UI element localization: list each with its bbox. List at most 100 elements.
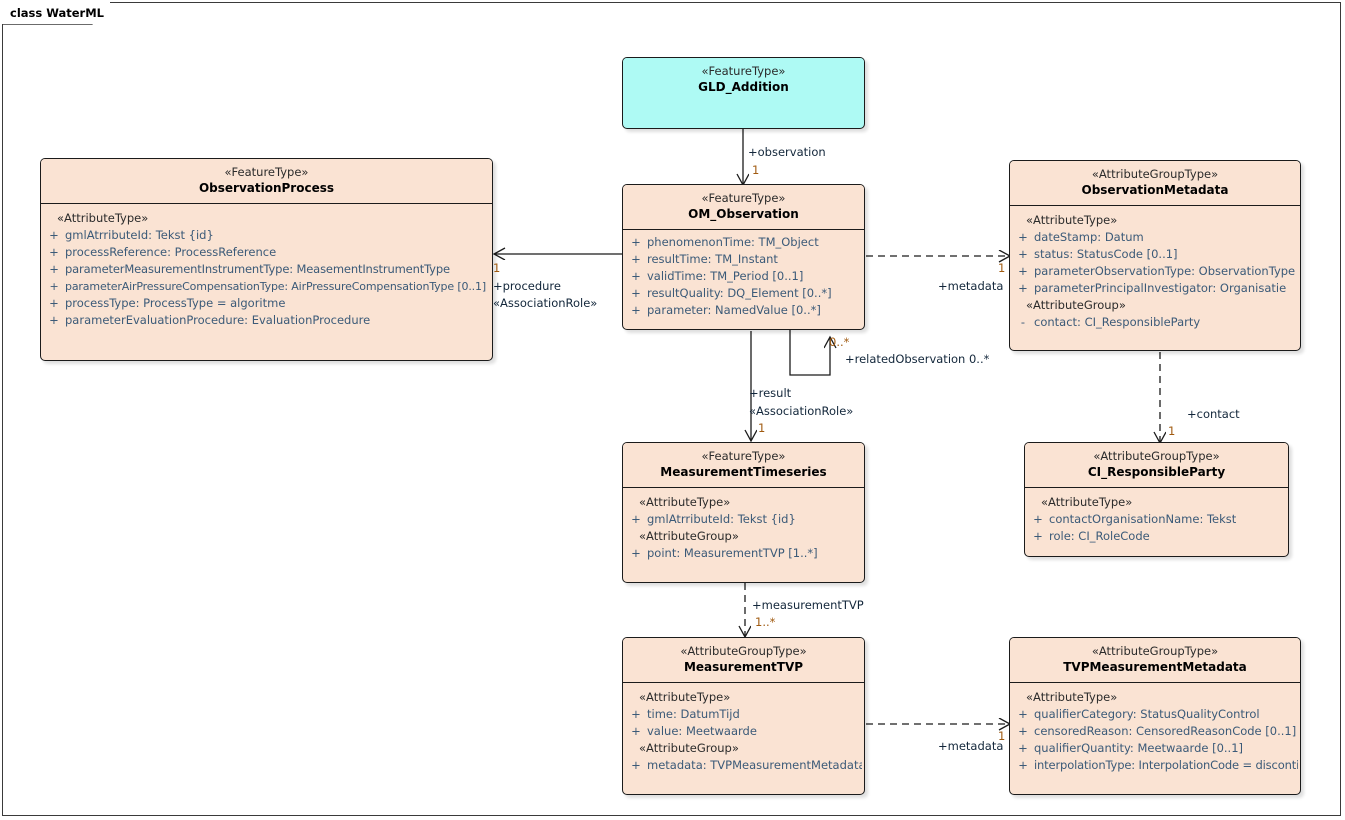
connector-contact-role: +contact [1187, 407, 1240, 421]
attribute-row: + qualifierCategory: StatusQualityContro… [1012, 706, 1298, 723]
class-ci-responsible-party[interactable]: «AttributeGroupType» CI_ResponsibleParty… [1024, 442, 1289, 557]
attribute-row: + resultTime: TM_Instant [625, 251, 862, 268]
class-observation-metadata-header: «AttributeGroupType» ObservationMetadata [1010, 161, 1300, 205]
attribute-visibility: + [631, 269, 641, 283]
attribute-text: metadata: TVPMeasurementMetadata [647, 758, 862, 772]
attribute-row: + role: CI_RoleCode [1027, 528, 1286, 545]
class-observation-process[interactable]: «FeatureType» ObservationProcess «Attrib… [40, 158, 493, 361]
attribute-row: + gmlAtrributeId: Tekst {id} [43, 227, 490, 244]
attribute-text: parameterMeasurementInstrumentType: Meas… [65, 262, 450, 276]
class-measurement-timeseries[interactable]: «FeatureType» MeasurementTimeseries «Att… [622, 442, 865, 583]
connector-observation-role: +observation [748, 145, 826, 159]
attribute-row: + time: DatumTijd [625, 706, 862, 723]
class-observation-process-name: ObservationProcess [198, 181, 335, 195]
attribute-group-label: «AttributeGroup» [639, 529, 739, 543]
attribute-group-label: «AttributeType» [1041, 495, 1133, 509]
attribute-row: + censoredReason: CensoredReasonCode [0.… [1012, 723, 1298, 740]
attribute-visibility: + [631, 235, 641, 249]
attribute-text: time: DatumTijd [647, 707, 740, 721]
class-ci-responsible-party-header: «AttributeGroupType» CI_ResponsibleParty [1025, 443, 1288, 487]
connector-metadata-observation-role: +metadata [938, 279, 1004, 293]
attribute-row: + metadata: TVPMeasurementMetadata [625, 757, 862, 774]
class-om-observation-separator [623, 229, 864, 230]
class-measurement-tvp-stereotype: «AttributeGroupType» [680, 644, 807, 658]
attribute-visibility: + [1018, 741, 1028, 755]
attribute-visibility: + [49, 228, 59, 242]
connector-metadata-observation-multiplicity: 1 [998, 261, 1006, 275]
attribute-visibility: + [1033, 512, 1043, 526]
class-measurement-tvp[interactable]: «AttributeGroupType» MeasurementTVP «Att… [622, 637, 865, 795]
class-observation-metadata[interactable]: «AttributeGroupType» ObservationMetadata… [1009, 160, 1301, 351]
attribute-text: role: CI_RoleCode [1049, 529, 1150, 543]
class-observation-metadata-attributes: «AttributeType» + dateStamp: Datum + sta… [1010, 206, 1300, 338]
attribute-row: + phenomenonTime: TM_Object [625, 234, 862, 251]
connector-procedure-role: +procedure [493, 279, 561, 293]
attribute-row: + value: Meetwaarde [625, 723, 862, 740]
attribute-row: + parameterMeasurementInstrumentType: Me… [43, 261, 490, 278]
attribute-visibility: + [1018, 247, 1028, 261]
attribute-text: status: StatusCode [0..1] [1034, 247, 1178, 261]
connector-related-observation-role: +relatedObservation 0..* [845, 352, 990, 366]
attribute-row: + parameterEvaluationProcedure: Evaluati… [43, 312, 490, 329]
class-om-observation[interactable]: «FeatureType» OM_Observation + phenomeno… [622, 184, 865, 330]
attribute-row: + contactOrganisationName: Tekst [1027, 511, 1286, 528]
attribute-text: contactOrganisationName: Tekst [1049, 512, 1237, 526]
attribute-text: qualifierQuantity: Meetwaarde [0..1] [1034, 741, 1244, 755]
attribute-visibility: + [631, 303, 641, 317]
connector-related-observation-multiplicity: 0..* [829, 335, 850, 349]
connector-result-stereotype: «AssociationRole» [749, 404, 854, 418]
attribute-text: processReference: ProcessReference [65, 245, 277, 259]
class-om-observation-name: OM_Observation [688, 207, 799, 221]
class-tvp-measurement-metadata-name: TVPMeasurementMetadata [1063, 660, 1247, 674]
class-om-observation-stereotype: «FeatureType» [701, 191, 786, 205]
class-observation-metadata-name: ObservationMetadata [1081, 183, 1229, 197]
attribute-row: - contact: CI_ResponsibleParty [1012, 314, 1298, 331]
connector-measurement-tvp-multiplicity: 1..* [755, 615, 776, 629]
attribute-row: + parameterObservationType: ObservationT… [1012, 263, 1298, 280]
class-ci-responsible-party-stereotype: «AttributeGroupType» [1093, 449, 1220, 463]
attribute-row: + parameterPrincipalInvestigator: Organi… [1012, 280, 1298, 297]
attribute-text: validTime: TM_Period [0..1] [647, 269, 804, 283]
attribute-text: interpolationType: InterpolationCode = d… [1034, 758, 1298, 772]
class-om-observation-header: «FeatureType» OM_Observation [623, 185, 864, 229]
attribute-visibility: + [631, 546, 641, 560]
class-observation-metadata-stereotype: «AttributeGroupType» [1091, 167, 1219, 181]
attribute-text: qualifierCategory: StatusQualityControl [1034, 707, 1260, 721]
class-observation-process-stereotype: «FeatureType» [224, 165, 309, 179]
attribute-row: + dateStamp: Datum [1012, 229, 1298, 246]
class-tvp-measurement-metadata-stereotype: «AttributeGroupType» [1091, 644, 1219, 658]
connector-observation-multiplicity: 1 [752, 163, 760, 177]
attribute-visibility: + [49, 313, 59, 327]
class-tvp-measurement-metadata-separator [1010, 682, 1300, 683]
attribute-visibility: + [1018, 707, 1028, 721]
class-gld-addition-stereotype: «FeatureType» [701, 64, 786, 78]
attribute-row: + status: StatusCode [0..1] [1012, 246, 1298, 263]
attribute-text: resultTime: TM_Instant [647, 252, 778, 266]
connector-procedure-stereotype: «AssociationRole» [493, 296, 598, 310]
attribute-visibility: + [49, 262, 59, 276]
attribute-row: + validTime: TM_Period [0..1] [625, 268, 862, 285]
class-observation-process-header: «FeatureType» ObservationProcess [41, 159, 492, 203]
class-gld-addition-name: GLD_Addition [698, 80, 789, 94]
class-tvp-measurement-metadata[interactable]: «AttributeGroupType» TVPMeasurementMetad… [1009, 637, 1301, 795]
attribute-group-label: «AttributeType» [1026, 213, 1118, 227]
class-measurement-tvp-attributes: «AttributeType» + time: DatumTijd + valu… [623, 683, 864, 781]
attribute-visibility: + [631, 252, 641, 266]
attribute-visibility: + [631, 758, 641, 772]
attribute-visibility: + [49, 296, 59, 310]
attribute-row: + parameter: NamedValue [0..*] [625, 302, 862, 319]
attribute-visibility: + [49, 245, 59, 259]
attribute-row: + qualifierQuantity: Meetwaarde [0..1] [1012, 740, 1298, 757]
class-tvp-measurement-metadata-attributes: «AttributeType» + qualifierCategory: Sta… [1010, 683, 1300, 781]
attribute-visibility: + [631, 707, 641, 721]
attribute-text: phenomenonTime: TM_Object [647, 235, 819, 249]
class-measurement-timeseries-header: «FeatureType» MeasurementTimeseries [623, 443, 864, 487]
attribute-row: + point: MeasurementTVP [1..*] [625, 545, 862, 562]
attribute-row: + parameterAirPressureCompensationType: … [43, 278, 490, 295]
attribute-text: parameterEvaluationProcedure: Evaluation… [65, 313, 371, 327]
class-gld-addition[interactable]: «FeatureType» GLD_Addition [622, 57, 865, 129]
attribute-visibility: + [631, 724, 641, 738]
attribute-row: + resultQuality: DQ_Element [0..*] [625, 285, 862, 302]
